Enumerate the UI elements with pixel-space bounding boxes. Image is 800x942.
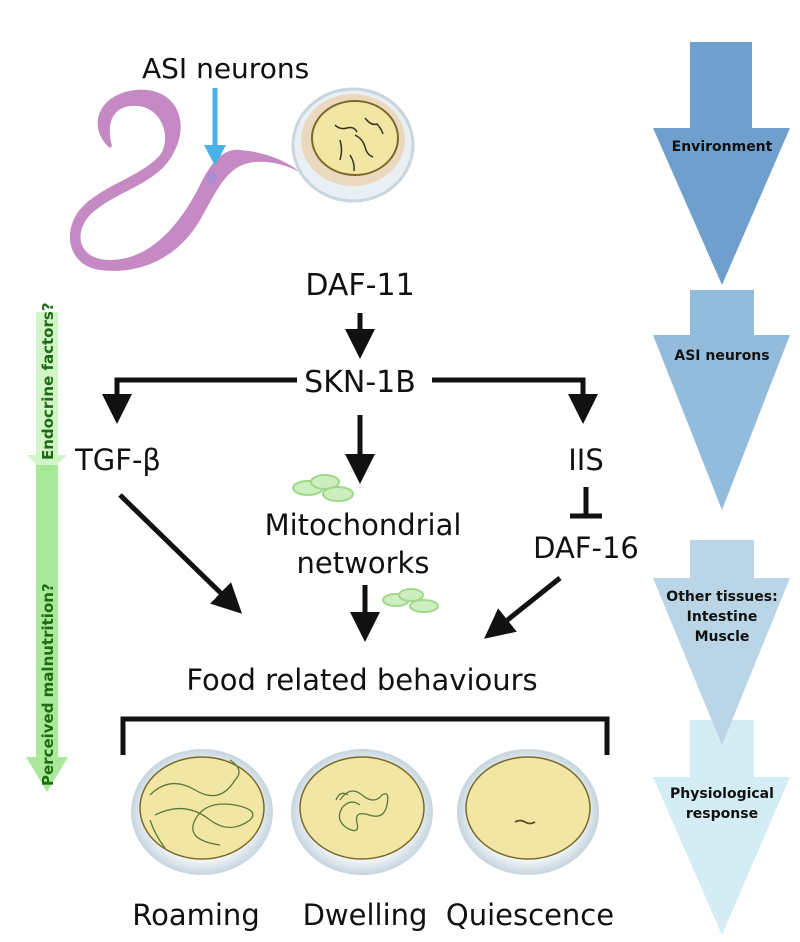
behaviour-bracket (120, 716, 610, 755)
endocrine-factors-label: Endocrine factors? (39, 302, 57, 460)
daf11-node: DAF-11 (305, 268, 414, 303)
cascade-label-physio-1: Physiological (670, 786, 774, 802)
mito-node-line2: networks (297, 546, 430, 580)
food-behaviours-node: Food related behaviours (186, 663, 537, 697)
mitochondria-icon (382, 588, 439, 613)
perceived-malnutrition-label: Perceived malnutrition? (39, 583, 57, 786)
dish-dwelling (291, 749, 433, 875)
skn1b-node: SKN-1B (304, 365, 416, 400)
asi-neurons-label: ASI neurons (142, 52, 309, 85)
behaviour-label-dwelling: Dwelling (303, 898, 428, 932)
dish-quiescence (457, 749, 599, 875)
cascade-label-physio-2: response (686, 806, 758, 822)
cascade-stage-asi (653, 290, 790, 510)
petri-dish-top (291, 87, 415, 203)
arrow-tgf-to-food (118, 493, 243, 614)
cascade-label-asi: ASI neurons (674, 348, 769, 364)
cascade-stage-physiological (653, 720, 790, 935)
arrow-skn1b-to-iis (432, 377, 598, 424)
inhibition-iis-to-daf16 (570, 487, 602, 519)
asi-neurons-marker (207, 171, 217, 185)
cascade-stage-environment (653, 42, 790, 285)
cascade-arrow: Environment ASI neurons Other tissues: I… (653, 42, 790, 935)
dish-roaming (131, 749, 273, 875)
cascade-label-environment: Environment (672, 139, 773, 155)
tgf-beta-node: TGF-β (74, 443, 161, 477)
cascade-label-tissues-1: Other tissues: (666, 589, 777, 605)
mitochondria-icon (292, 474, 354, 502)
behaviour-label-roaming: Roaming (132, 898, 259, 932)
arrow-daf16-to-food (484, 576, 562, 639)
iis-node: IIS (568, 443, 604, 477)
endocrine-arrow: Endocrine factors? Perceived malnutritio… (26, 302, 68, 792)
cascade-label-tissues-2: Intestine (687, 609, 758, 625)
behaviour-label-quiescence: Quiescence (446, 898, 614, 932)
daf16-node: DAF-16 (533, 531, 639, 565)
mito-node-line1: Mitochondrial (265, 508, 462, 542)
arrow-skn1b-to-tgf (102, 377, 297, 424)
worm-illustration (69, 89, 300, 271)
asi-pointer-arrow (204, 88, 226, 166)
cascade-label-tissues-3: Muscle (695, 629, 750, 645)
cascade-stage-tissues (653, 540, 790, 745)
